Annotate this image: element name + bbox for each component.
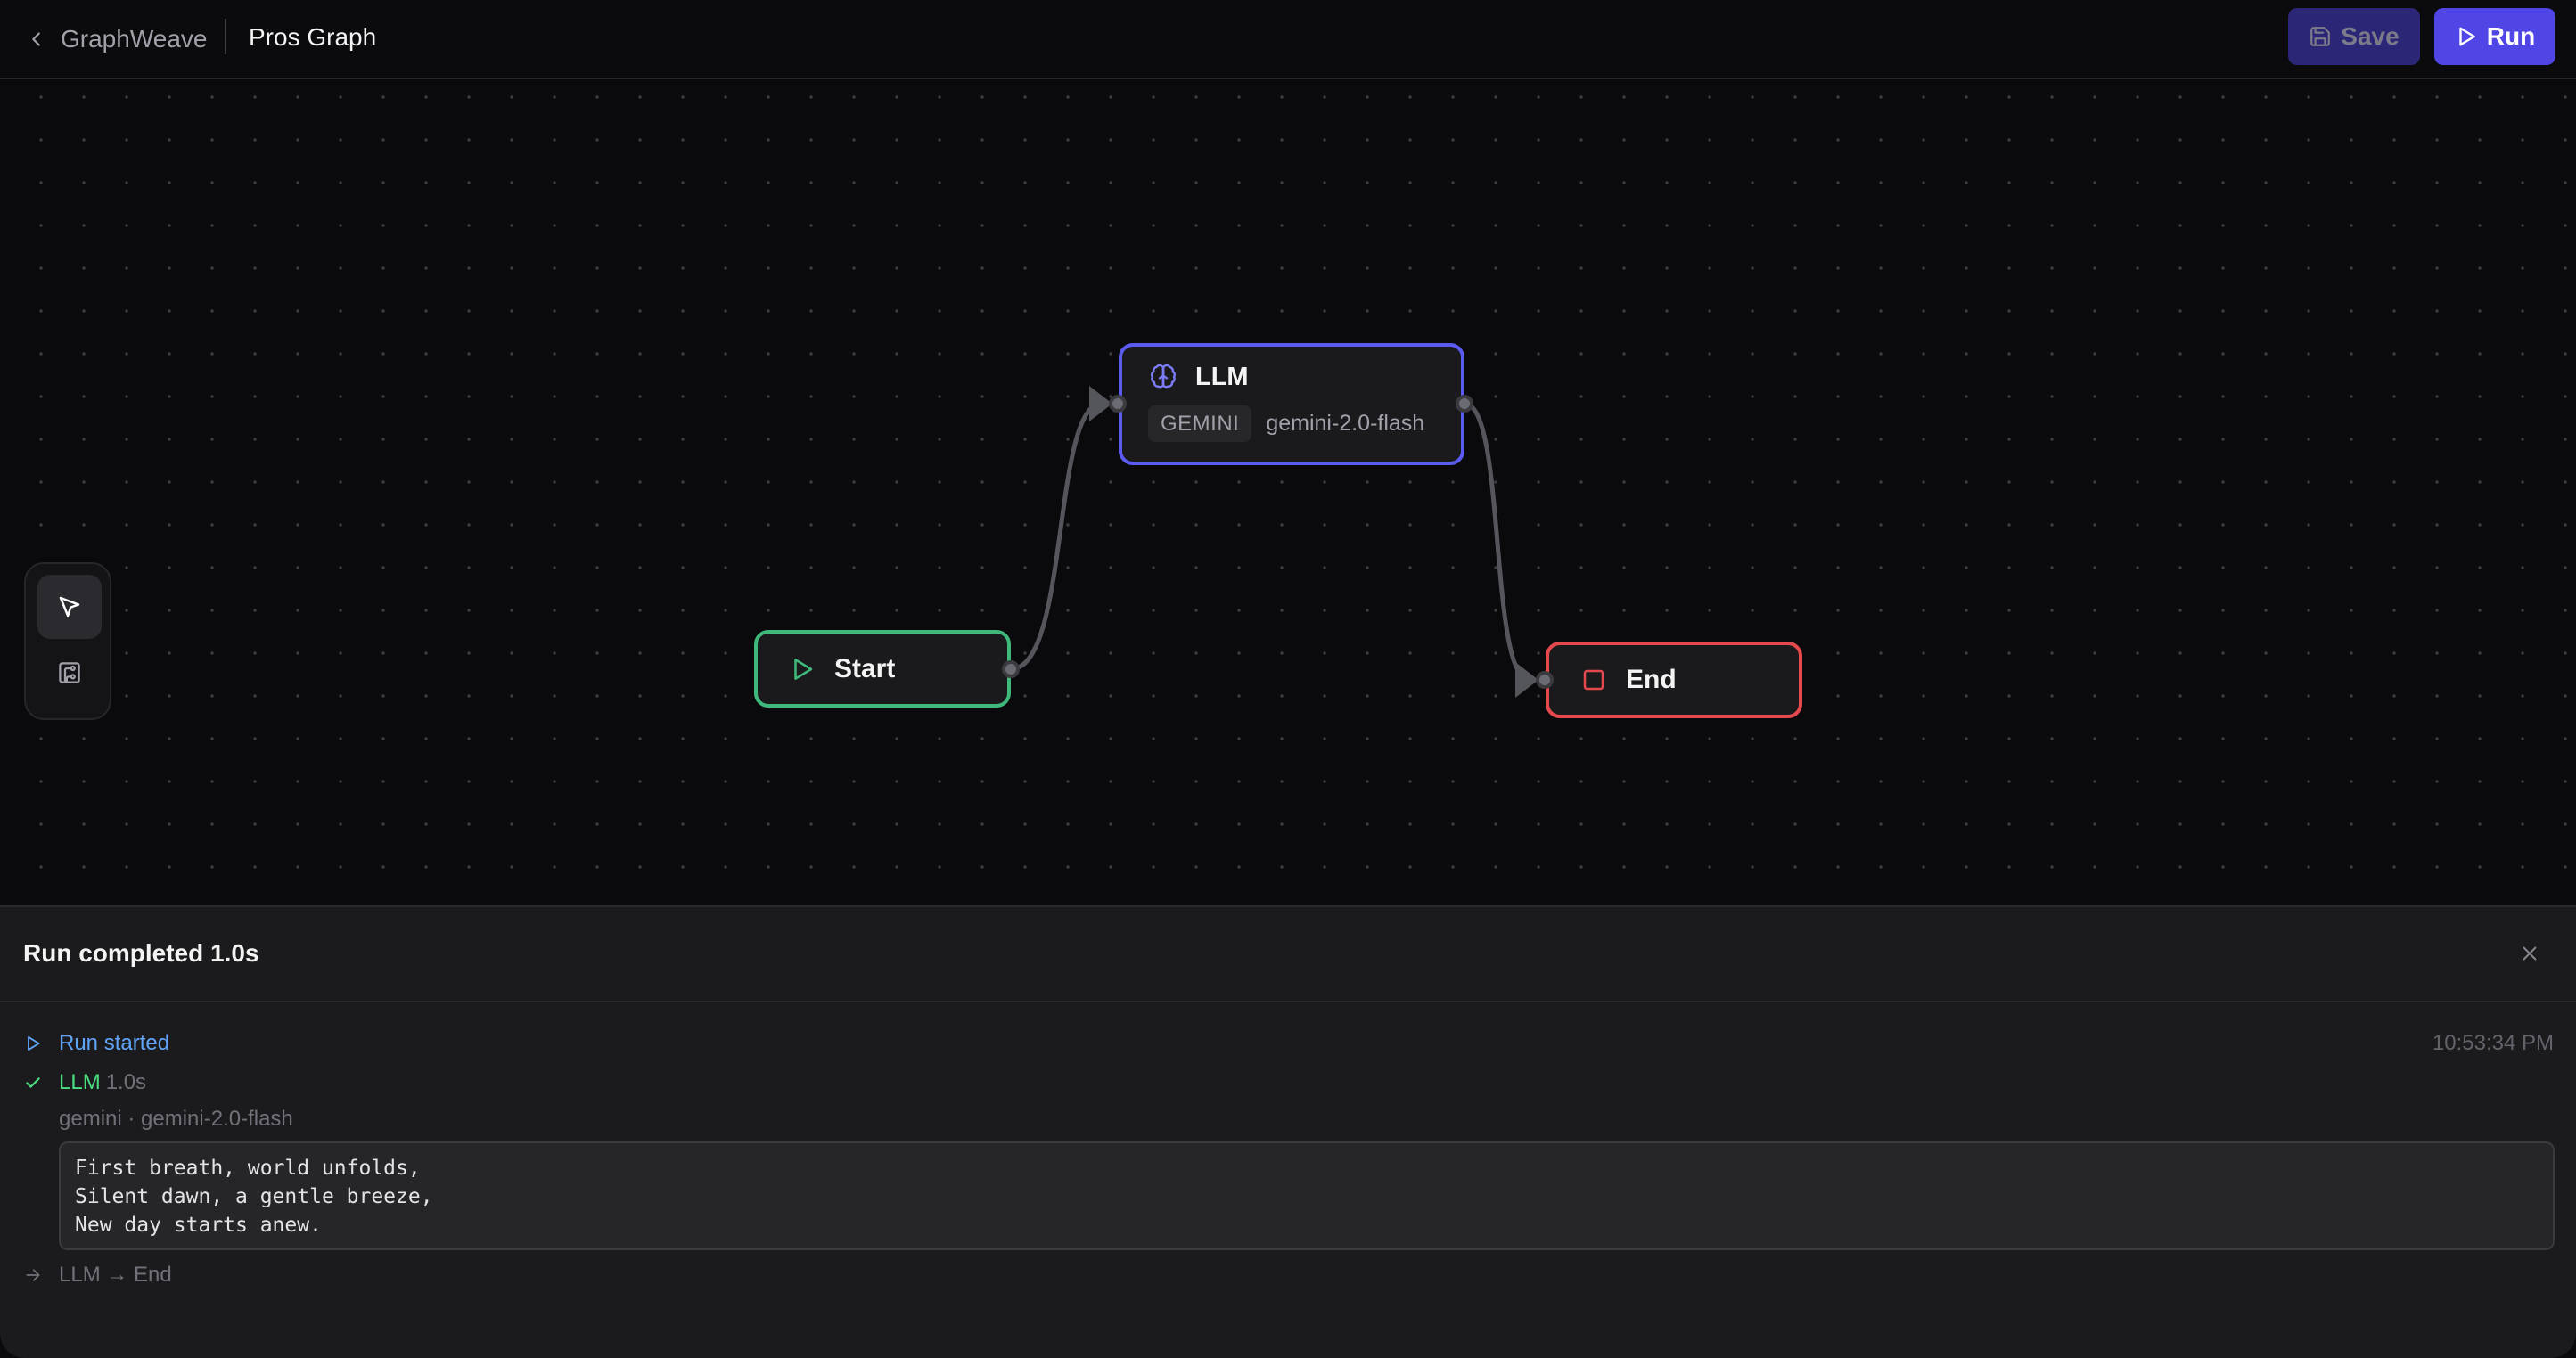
arrow-right-icon xyxy=(23,1265,43,1285)
save-icon xyxy=(2310,27,2331,46)
edge-llm-end xyxy=(1464,401,1530,683)
edges-layer xyxy=(1010,386,1538,698)
step-duration: 1.0s xyxy=(105,1070,147,1094)
play-icon xyxy=(2459,27,2475,46)
node-label: LLM xyxy=(1195,362,1249,391)
run-button[interactable]: Run xyxy=(2434,8,2555,65)
panel-header: Run completed 1.0s xyxy=(0,907,2576,1002)
llm-input-handle[interactable] xyxy=(1109,395,1127,413)
app-name: GraphWeave xyxy=(61,24,208,53)
llm-output-handle[interactable] xyxy=(1456,395,1473,413)
log-run-started: Run started xyxy=(23,1031,169,1056)
square-stop-icon xyxy=(1579,666,1608,694)
select-tool-button[interactable] xyxy=(37,575,102,639)
log-llm-step: LLM 1.0s xyxy=(23,1070,146,1095)
node-start[interactable]: Start xyxy=(754,630,1011,708)
graph-tool-button[interactable] xyxy=(37,641,102,705)
check-icon xyxy=(23,1073,43,1092)
run-label: Run xyxy=(2486,22,2536,50)
run-log-panel: Run completed 1.0s 10:53:34 PM xyxy=(0,905,2576,1358)
llm-output-text[interactable]: First breath, world unfolds, Silent dawn… xyxy=(59,1141,2555,1250)
save-label: Save xyxy=(2341,22,2400,50)
back-to-graphweave-link[interactable]: GraphWeave xyxy=(27,0,207,78)
end-input-handle[interactable] xyxy=(1536,671,1554,689)
save-button[interactable]: Save xyxy=(2288,8,2420,65)
step-node-name: LLM xyxy=(59,1070,101,1094)
close-panel-button[interactable] xyxy=(2515,939,2544,968)
chevron-left-icon xyxy=(32,31,40,46)
run-start-timestamp: 10:53:34 PM xyxy=(2432,1031,2554,1055)
play-icon xyxy=(23,1034,43,1053)
play-icon xyxy=(788,655,816,683)
top-bar: GraphWeave Pros Graph Save Run xyxy=(0,0,2576,79)
provider-badge: GEMINI xyxy=(1148,405,1252,442)
pointer-icon xyxy=(59,596,80,618)
workflow-icon xyxy=(59,662,80,683)
edge-start-llm xyxy=(1010,401,1103,672)
node-label: End xyxy=(1626,665,1677,694)
log-transition: LLM → End xyxy=(23,1263,172,1288)
transition-label: LLM → End xyxy=(59,1263,172,1287)
node-llm[interactable]: LLM GEMINI gemini-2.0-flash xyxy=(1119,343,1464,465)
step-model-info: gemini · gemini-2.0-flash xyxy=(59,1107,293,1131)
model-name: gemini-2.0-flash xyxy=(1266,411,1425,436)
close-icon xyxy=(2523,946,2537,961)
header-divider xyxy=(225,19,226,54)
graph-canvas[interactable]: Start LLM GEMINI gemini-2.0-flash xyxy=(0,79,2576,905)
canvas-toolbar xyxy=(24,562,111,720)
start-output-handle[interactable] xyxy=(1002,660,1020,678)
run-started-label: Run started xyxy=(59,1031,170,1055)
node-end[interactable]: End xyxy=(1546,642,1802,718)
node-label: Start xyxy=(834,653,896,683)
brain-icon xyxy=(1149,363,1177,391)
run-status-title: Run completed 1.0s xyxy=(23,939,259,967)
graph-title[interactable]: Pros Graph xyxy=(249,23,377,51)
